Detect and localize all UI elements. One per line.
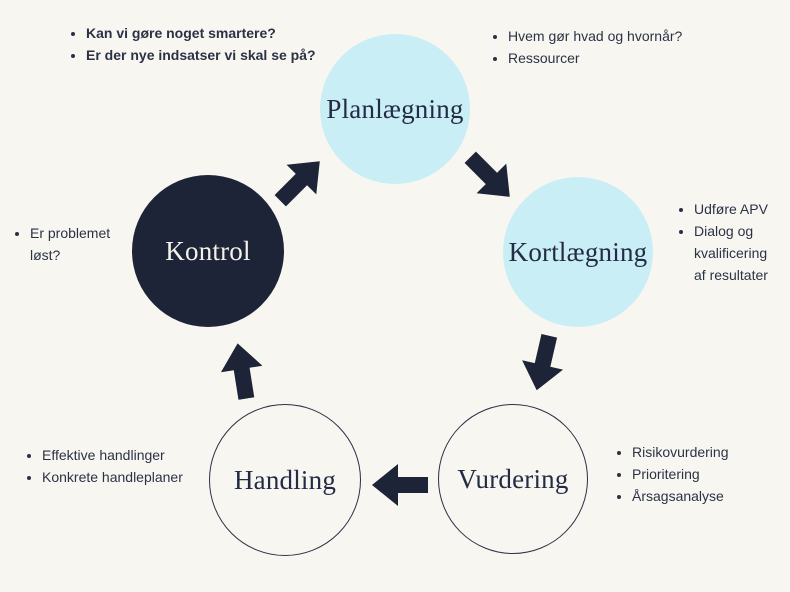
annotation-handling: Effektive handlinger Konkrete handleplan… — [26, 444, 221, 488]
annotation-vurdering: Risikovurdering Prioritering Årsagsanaly… — [616, 441, 781, 507]
circle-kontrol-label: Kontrol — [165, 235, 251, 266]
arrow-planlaegning-to-kortlaegning-icon — [453, 140, 527, 214]
circle-planlaegning-label: Planlægning — [326, 93, 464, 124]
circle-vurdering: Vurdering — [438, 404, 588, 554]
bullet-item: Risikovurdering — [632, 441, 781, 463]
annotation-planlaegning-right: Hvem gør hvad og hvornår? Ressourcer — [492, 25, 732, 69]
circle-kortlaegning: Kortlægning — [503, 177, 653, 327]
bullet-item: Udføre APV — [694, 198, 782, 220]
circle-kortlaegning-label: Kortlægning — [508, 236, 648, 267]
bullet-item: Årsagsanalyse — [632, 485, 781, 507]
arrow-kontrol-to-planlaegning-icon — [263, 144, 337, 218]
arrow-kortlaegning-to-vurdering-icon — [513, 330, 572, 395]
bullet-item: Hvem gør hvad og hvornår? — [508, 25, 732, 47]
bullet-item: Ressourcer — [508, 47, 732, 69]
bullet-item: Er der nye indsatser vi skal se på? — [86, 44, 335, 66]
bullet-item: Effektive handlinger — [42, 444, 221, 466]
bullet-item: Prioritering — [632, 463, 781, 485]
circle-planlaegning: Planlægning — [320, 34, 470, 184]
circle-handling: Handling — [209, 404, 361, 556]
bullet-item: Konkrete handleplaner — [42, 466, 221, 488]
circle-vurdering-label: Vurdering — [457, 463, 569, 494]
annotation-kontrol: Er problemet løst? — [14, 222, 119, 266]
circle-kontrol: Kontrol — [132, 175, 284, 327]
arrow-handling-to-kontrol-icon — [214, 340, 270, 403]
bullet-item: Dialog og kvalificering af resultater — [694, 220, 782, 286]
annotation-kortlaegning: Udføre APV Dialog og kvalificering af re… — [678, 198, 782, 286]
bullet-item: Kan vi gøre noget smartere? — [86, 22, 335, 44]
arrow-vurdering-to-handling-icon — [372, 461, 428, 509]
annotation-planlaegning-left: Kan vi gøre noget smartere? Er der nye i… — [70, 22, 335, 66]
circle-handling-label: Handling — [233, 464, 337, 495]
bullet-item: Er problemet løst? — [30, 222, 119, 266]
